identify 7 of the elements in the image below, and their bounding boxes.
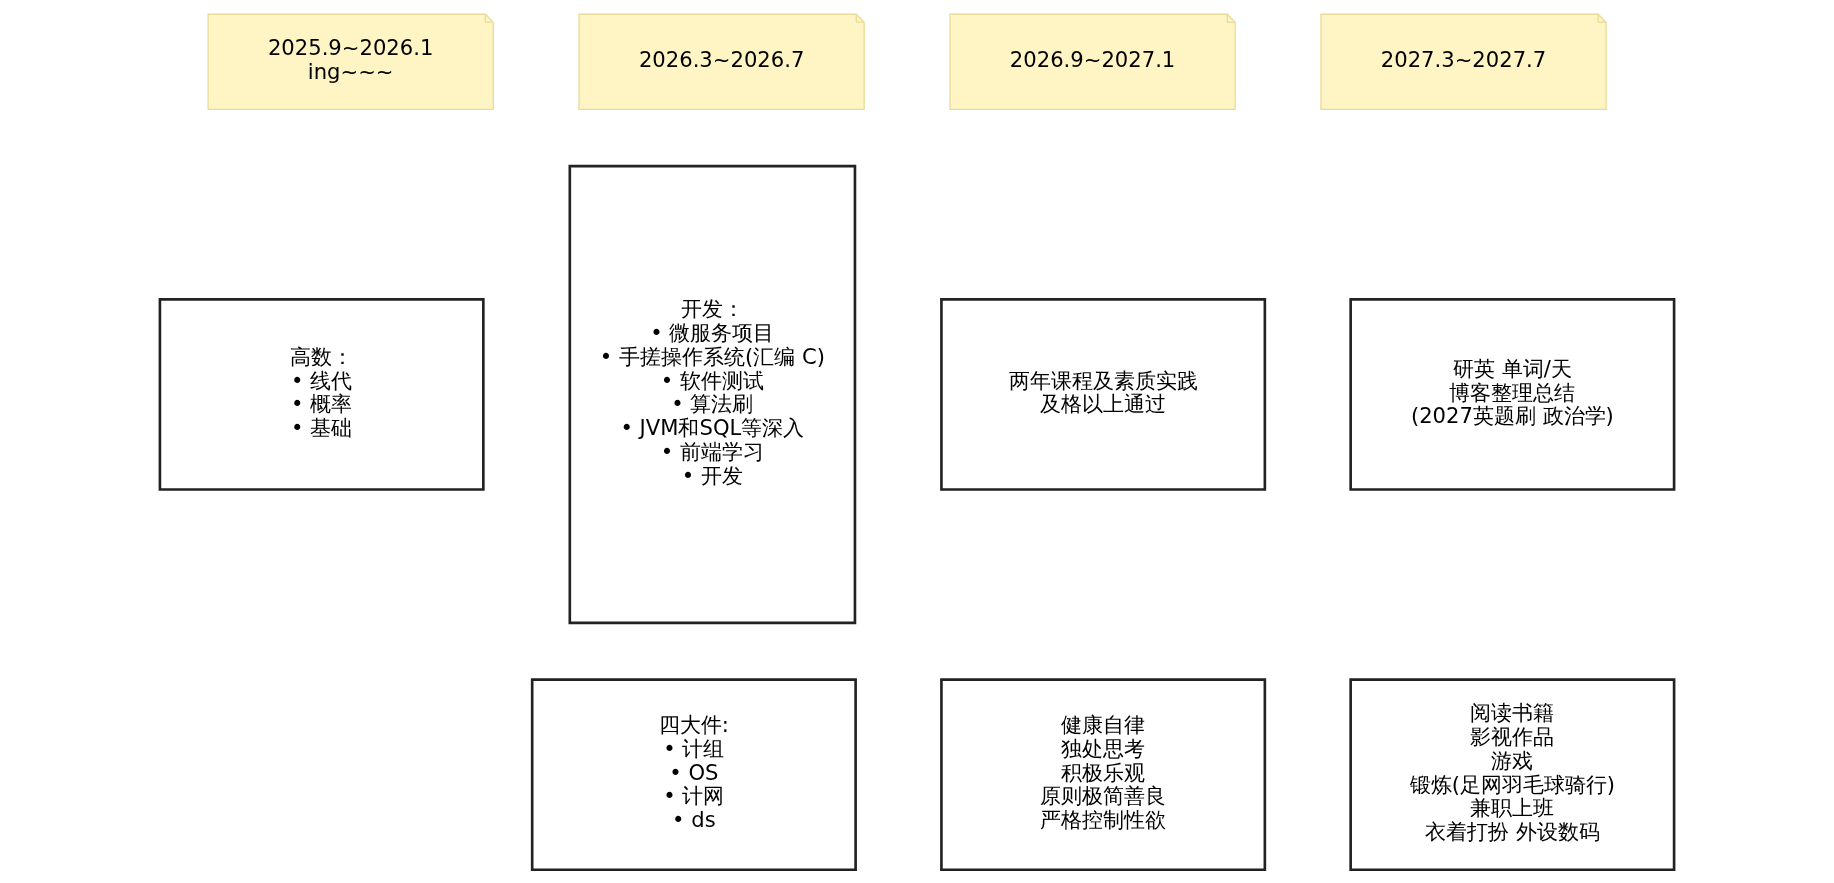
node-box: 开发： • 微服务项目 • 手搓操作系统(汇编 C) • 软件测试 • 算法刷 • JVM和SQL等深入 • 前端学习 • 开发 [568, 164, 857, 624]
node-box: 两年课程及素质实践 及格以上通过 [940, 297, 1267, 491]
node-box: 研英 单词/天 博客整理总结 (2027英题刷 政治学) [1349, 297, 1676, 491]
node-box: 健康自律 独处思考 积极乐观 原则极简善良 严格控制性欲 [940, 677, 1267, 871]
node-box: 四大件: • 计组 • OS • 计网 • ds [530, 677, 857, 871]
node-box: 高数： • 线代 • 概率 • 基础 [158, 297, 485, 491]
node-box: 阅读书籍 影视作品 游戏 锻炼(足网羽毛球骑行) 兼职上班 衣着打扮 外设数码 [1349, 677, 1676, 871]
